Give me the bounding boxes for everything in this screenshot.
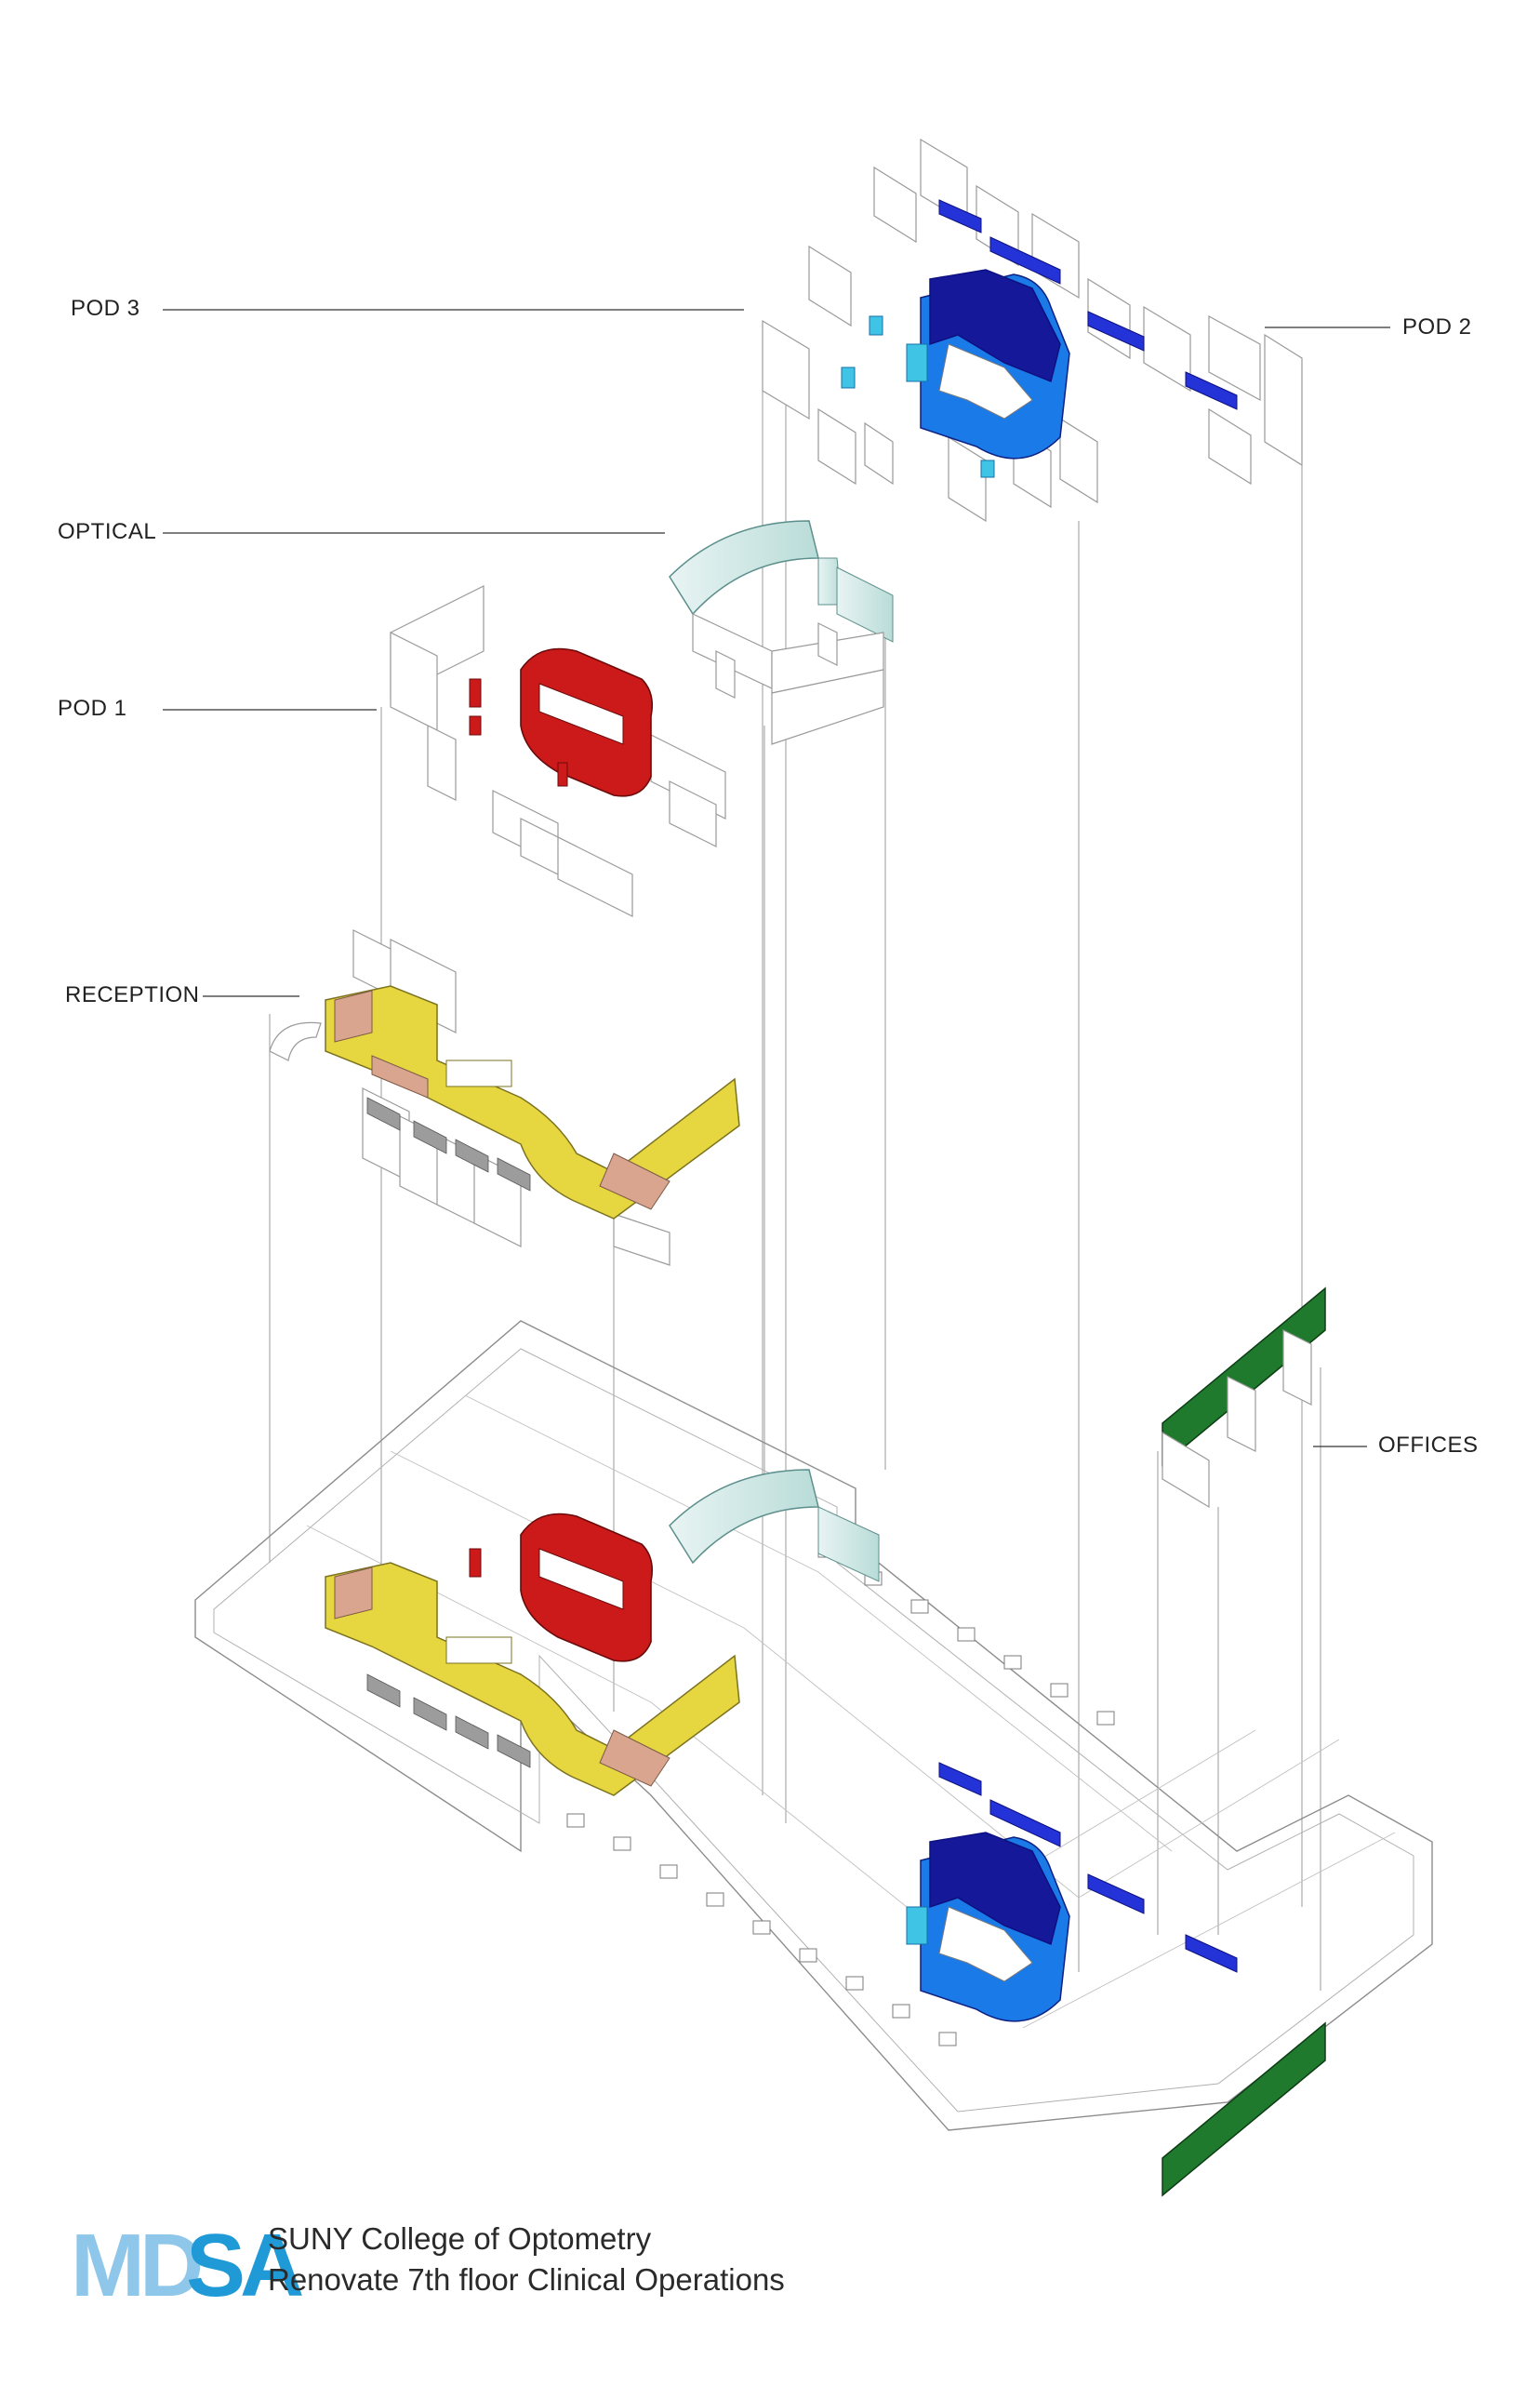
- mdsa-logo: MD SA: [71, 2216, 308, 2315]
- label-reception: RECEPTION: [65, 982, 200, 1007]
- leader-lines: [163, 309, 1390, 1447]
- label-pod2: POD 2: [1402, 314, 1472, 340]
- label-optical: OPTICAL: [58, 519, 157, 544]
- pod1-base: [469, 1513, 654, 1662]
- label-pod1: POD 1: [58, 696, 127, 721]
- label-pod3: POD 3: [71, 296, 140, 321]
- optical-base: [669, 1469, 880, 1582]
- reception-base: [325, 1562, 740, 1796]
- pods-base: [906, 1762, 1238, 2022]
- pod1-upper: [390, 585, 726, 917]
- pod3-pod2-upper: [762, 138, 1303, 523]
- project-client: SUNY College of Optometry: [268, 2221, 652, 2256]
- svg-text:SA: SA: [186, 2216, 302, 2315]
- svg-text:MD: MD: [71, 2216, 201, 2315]
- base-floor: [194, 1320, 1433, 2131]
- optical-upper: [669, 520, 894, 745]
- reception-upper: [269, 929, 740, 1266]
- offices-upper: [1162, 1286, 1326, 1509]
- offices-base: [1162, 2021, 1326, 2197]
- projection-lines: [269, 381, 1321, 1991]
- label-offices: OFFICES: [1378, 1433, 1479, 1458]
- project-title: Renovate 7th floor Clinical Operations: [268, 2262, 785, 2297]
